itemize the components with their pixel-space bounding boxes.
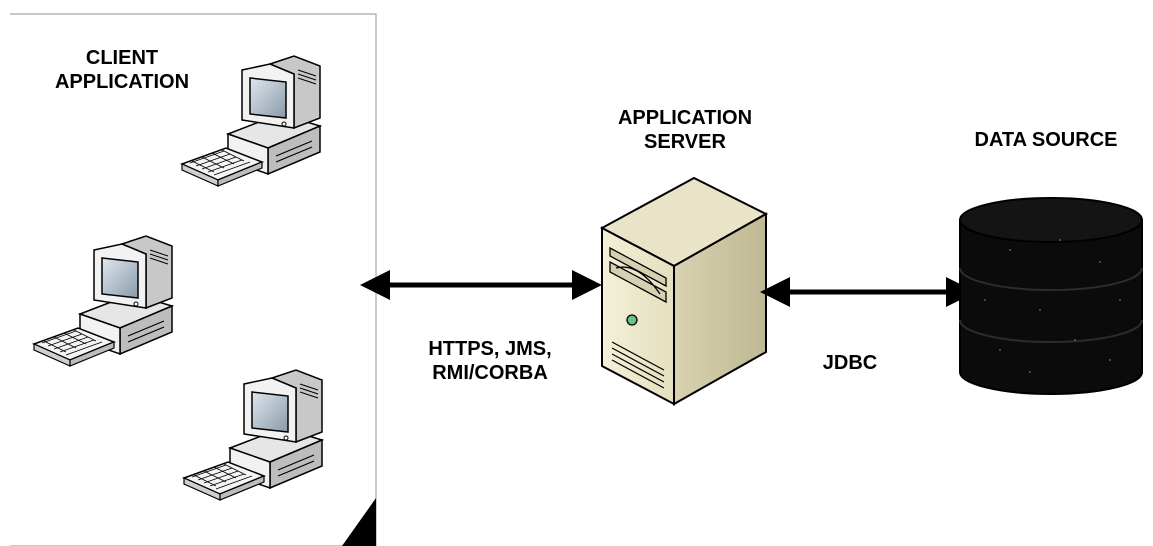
client-title-line1: CLIENT [85, 47, 159, 69]
tower-server-icon [599, 176, 769, 406]
server-title-line1: APPLICATION [617, 107, 753, 129]
protocol-line2: RMI/CORBA [432, 362, 548, 384]
client-title-line2: APPLICATION [54, 71, 190, 93]
client-server-protocol-label: HTTPS, JMS, RMI/CORBA [392, 337, 588, 385]
server-title-line2: SERVER [644, 131, 726, 153]
application-server-title: APPLICATION SERVER [585, 106, 785, 154]
client-application-title: CLIENT APPLICATION [42, 46, 202, 94]
panel-fold-corner [342, 498, 376, 546]
data-source-title: DATA SOURCE [974, 129, 1118, 151]
protocol-line1: HTTPS, JMS, [428, 338, 552, 360]
database-cylinder-icon [959, 197, 1143, 395]
jdbc-label: JDBC [822, 352, 878, 374]
